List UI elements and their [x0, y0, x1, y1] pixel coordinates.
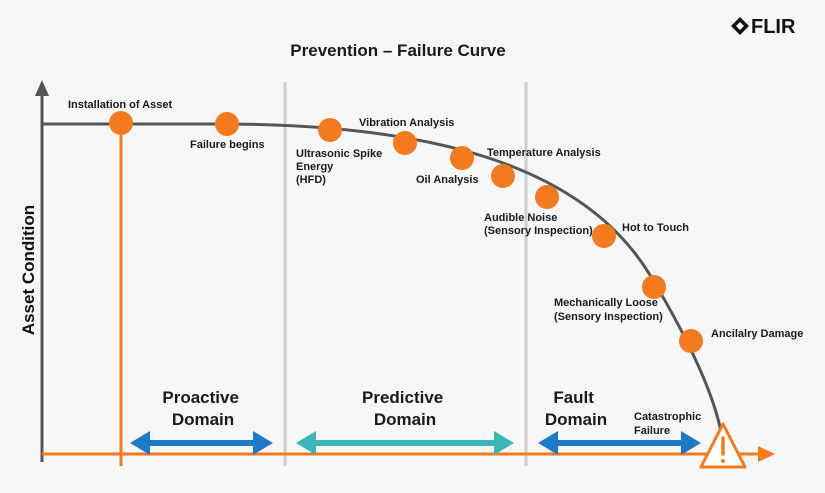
point-hot-to-touch-marker	[592, 224, 616, 248]
point-installation-marker	[109, 111, 133, 135]
y-axis-arrow-icon	[35, 80, 49, 96]
point-hot-to-touch: Hot to Touch	[592, 222, 689, 248]
domain-proactive-label: Proactive Domain	[162, 388, 243, 429]
point-hot-to-touch-label: Hot to Touch	[622, 222, 689, 234]
point-audible-marker	[535, 185, 559, 209]
point-ancillary-marker	[679, 329, 703, 353]
y-axis-label: Asset Condition	[19, 205, 38, 335]
point-installation: Installation of Asset	[68, 99, 172, 135]
point-oil: Oil Analysis	[416, 146, 479, 186]
point-temperature-marker	[491, 164, 515, 188]
domain-predictive-label: Predictive Domain	[362, 388, 448, 429]
point-mechanically-loose: Mechanically Loose (Sensory Inspection)	[554, 275, 666, 323]
domain-proactive: Proactive Domain	[130, 388, 273, 455]
point-oil-marker	[450, 146, 474, 170]
warning-triangle-icon	[699, 422, 747, 469]
x-axis-arrow-icon	[758, 446, 775, 462]
domain-fault-label: Fault Domain	[545, 388, 607, 429]
flir-emblem-icon	[731, 17, 749, 35]
point-ultrasonic: Ultrasonic Spike Energy (HFD)	[296, 118, 385, 186]
domain-fault: Fault Domain	[538, 388, 701, 455]
point-catastrophic-label: Catastrophic Failure	[634, 411, 704, 437]
point-vibration-label: Vibration Analysis	[359, 117, 454, 129]
point-failure-begins-marker	[215, 112, 239, 136]
point-vibration-marker	[393, 131, 417, 155]
point-installation-label: Installation of Asset	[68, 99, 172, 111]
domain-predictive: Predictive Domain	[296, 388, 514, 455]
point-failure-begins-label: Failure begins	[190, 139, 265, 151]
flir-logo-text: FLIR	[751, 16, 796, 38]
point-failure-begins: Failure begins	[190, 112, 265, 151]
domain-fault-arrow-icon	[538, 431, 701, 455]
flir-logo: FLIR	[731, 16, 796, 38]
point-temperature-label: Temperature Analysis	[487, 147, 601, 159]
point-ultrasonic-label: Ultrasonic Spike Energy (HFD)	[296, 148, 385, 186]
domain-proactive-arrow-icon	[130, 431, 273, 455]
domain-predictive-arrow-icon	[296, 431, 514, 455]
point-ultrasonic-marker	[318, 118, 342, 142]
point-ancillary: Ancilalry Damage	[679, 328, 803, 353]
point-mechanically-loose-marker	[642, 275, 666, 299]
point-ancillary-label: Ancilalry Damage	[711, 328, 803, 340]
point-oil-label: Oil Analysis	[416, 174, 479, 186]
diagram-title: Prevention – Failure Curve	[290, 41, 505, 60]
point-audible: Audible Noise (Sensory Inspection)	[484, 185, 593, 237]
failure-curve	[42, 122, 724, 439]
point-vibration: Vibration Analysis	[359, 117, 454, 155]
point-temperature: Temperature Analysis	[487, 147, 601, 188]
point-catastrophic: Catastrophic Failure	[634, 411, 747, 469]
point-mechanically-loose-label: Mechanically Loose (Sensory Inspection)	[554, 297, 663, 323]
point-audible-label: Audible Noise (Sensory Inspection)	[484, 212, 593, 237]
